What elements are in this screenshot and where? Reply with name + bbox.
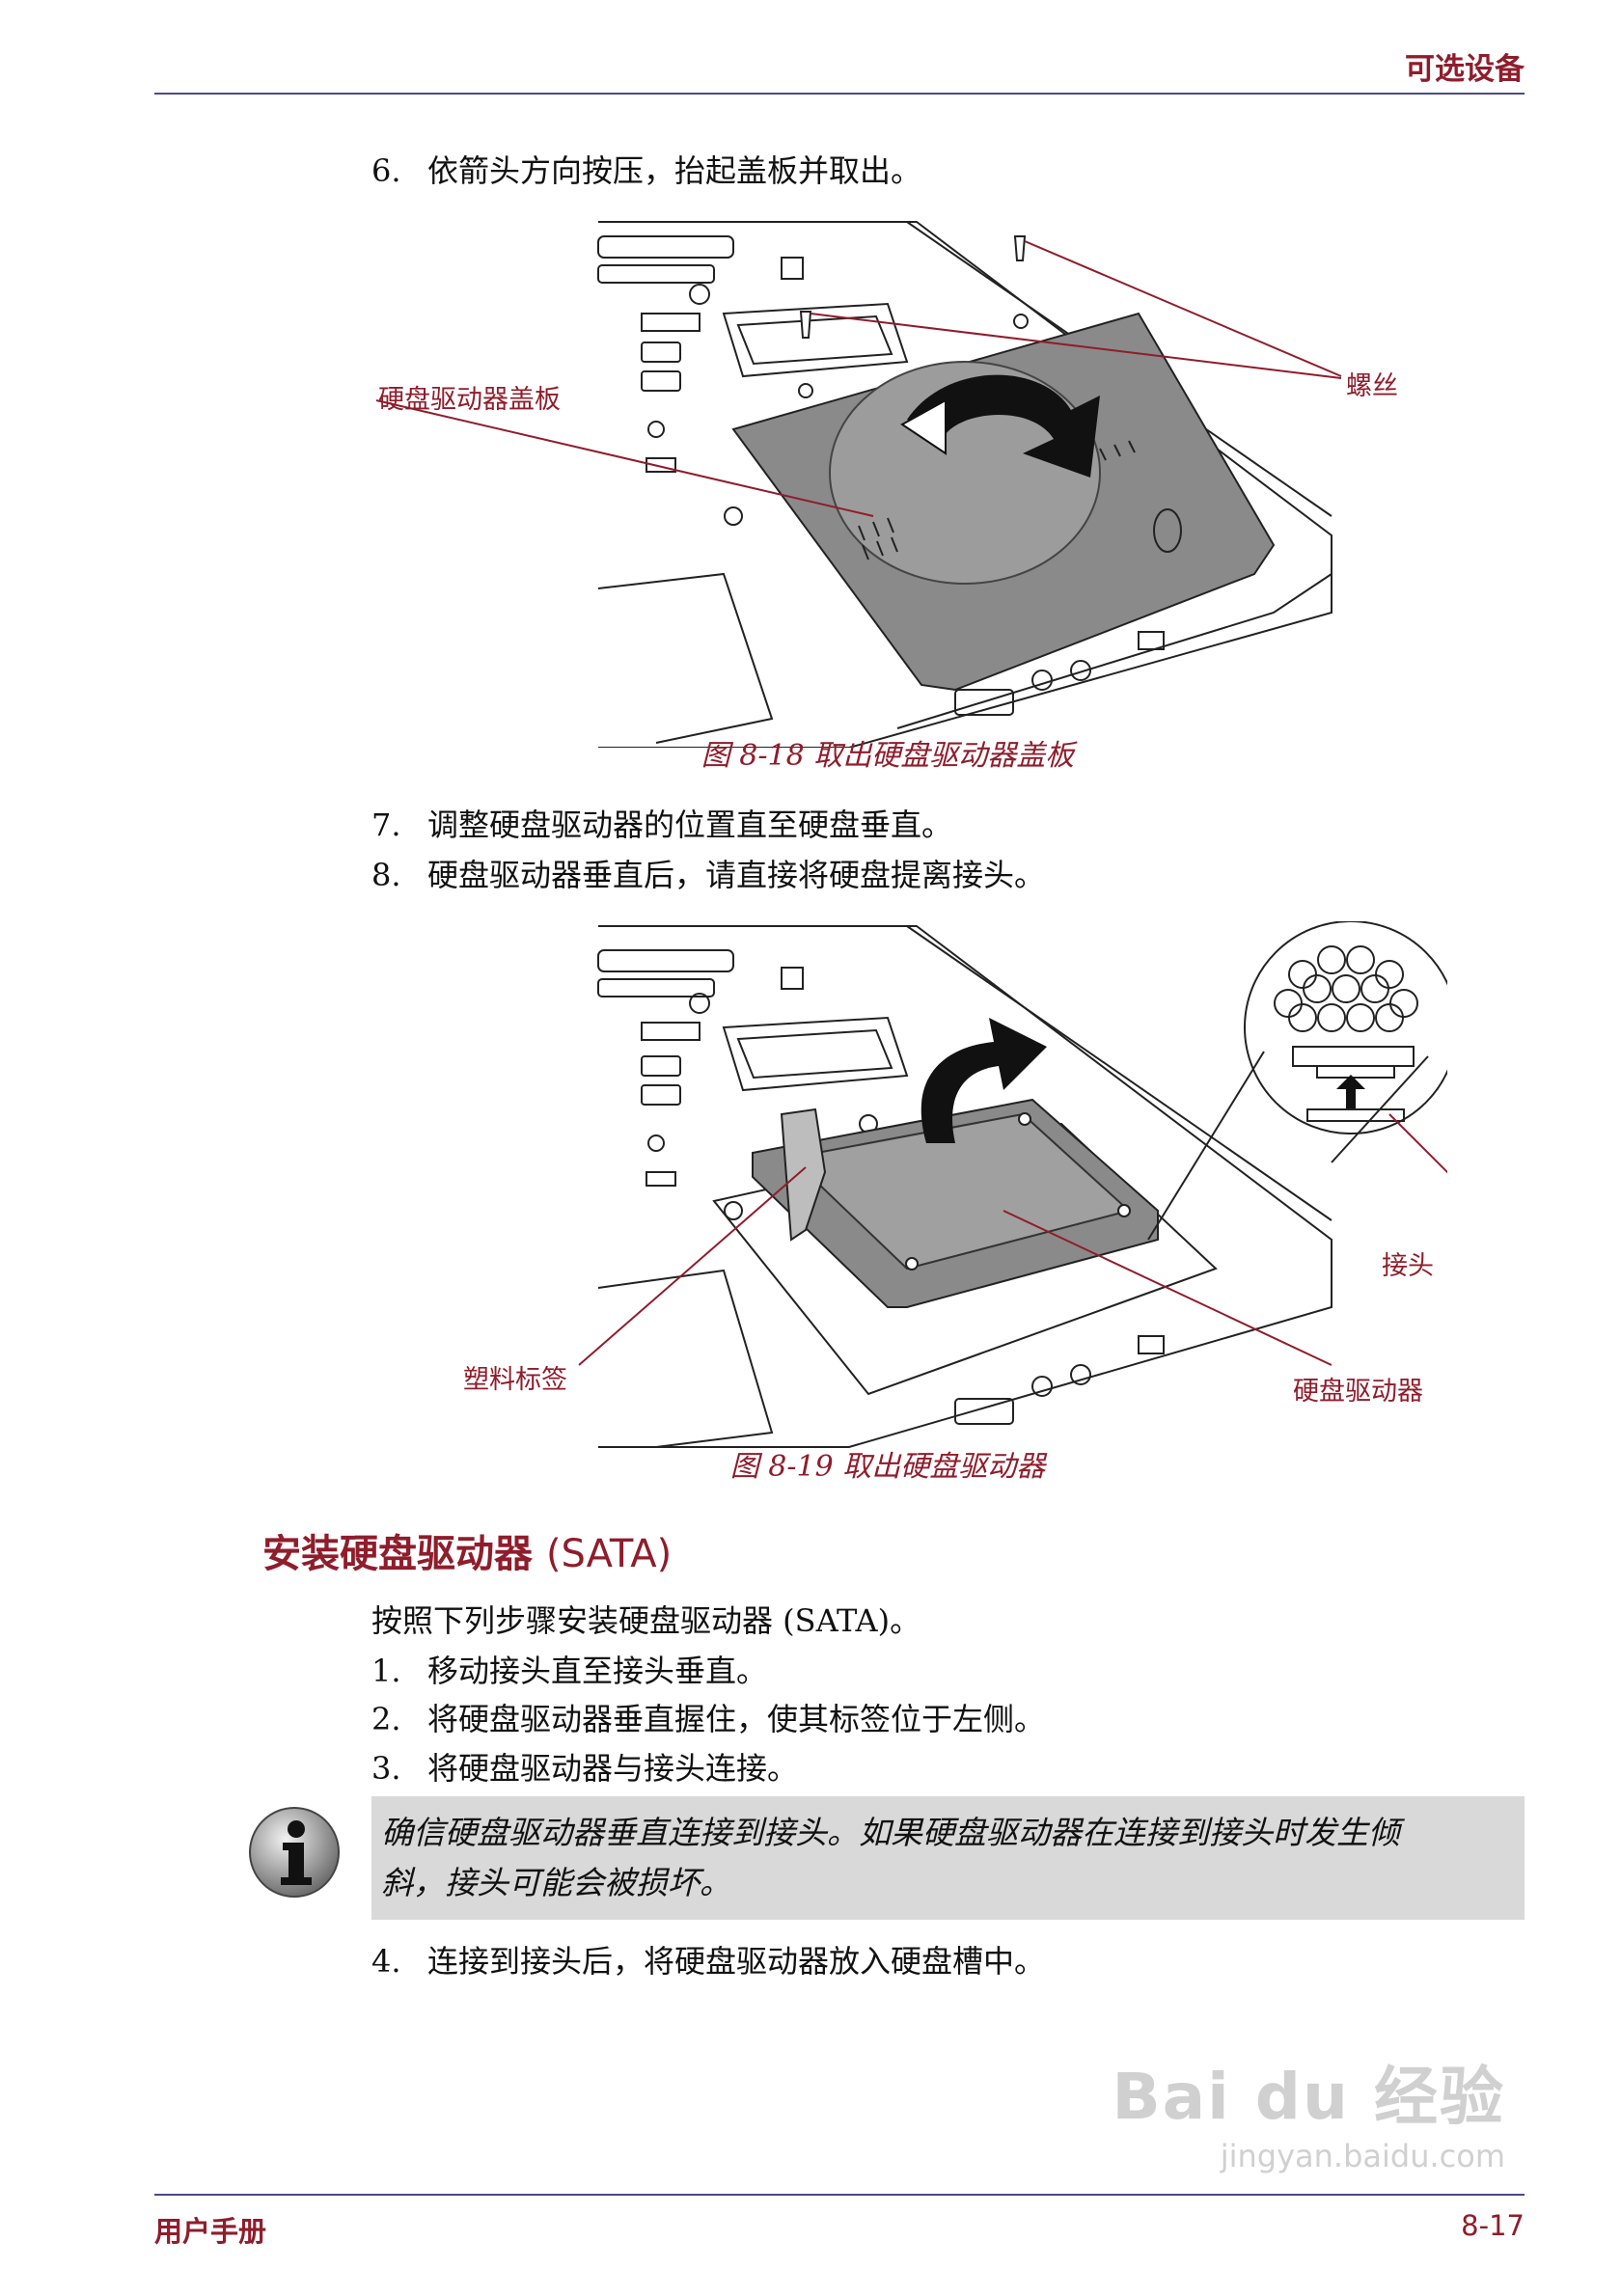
footer-manual-title: 用户手册 — [154, 2215, 267, 2248]
section-title-en: (SATA) — [545, 1532, 673, 1576]
note-box — [371, 1796, 1525, 1920]
figure-caption-8-18: 图 8-18 取出硬盘驱动器盖板 — [701, 739, 1075, 773]
step-text: 将硬盘驱动器垂直握住，使其标签位于左侧。 — [427, 1701, 1046, 1737]
step-number: 6. — [371, 152, 401, 189]
watermark-brand: Bai du 经验 — [1112, 2060, 1505, 2134]
figure-hdd-removal-illustration — [578, 921, 1447, 1448]
watermark-url: jingyan.baidu.com — [1220, 2138, 1505, 2174]
note-line-1: 确信硬盘驱动器垂直连接到接头。如果硬盘驱动器在连接到接头时发生倾 — [381, 1814, 1400, 1851]
section-title-cn: 安装硬盘驱动器 — [262, 1532, 533, 1576]
callout-hard-drive: 硬盘驱动器 — [1293, 1377, 1423, 1407]
step-number: 8. — [371, 857, 401, 893]
section-intro: 按照下列步骤安装硬盘驱动器 (SATA)。 — [371, 1602, 921, 1639]
figure-caption-8-19: 图 8-19 取出硬盘驱动器 — [729, 1450, 1046, 1484]
step-number: 7. — [371, 806, 401, 843]
callout-connector: 接头 — [1382, 1251, 1434, 1281]
footer-rule — [154, 2194, 1525, 2196]
step-2: 2. 将硬盘驱动器垂直握住，使其标签位于左侧。 — [371, 1695, 1045, 1739]
step-text: 连接到接头后，将硬盘驱动器放入硬盘槽中。 — [427, 1943, 1046, 1980]
header-section-title: 可选设备 — [1405, 52, 1525, 87]
step-6: 6. 依箭头方向按压，抬起盖板并取出。 — [371, 147, 921, 191]
baidu-watermark: Bai du 经验 jingyan.baidu.com — [1112, 2045, 1505, 2174]
step-3: 3. 将硬盘驱动器与接头连接。 — [371, 1744, 798, 1789]
step-text: 调整硬盘驱动器的位置直至硬盘垂直。 — [427, 806, 953, 843]
step-1: 1. 移动接头直至接头垂直。 — [371, 1647, 767, 1691]
step-text: 硬盘驱动器垂直后，请直接将硬盘提离接头。 — [427, 857, 1046, 893]
note-text: 确信硬盘驱动器垂直连接到接头。如果硬盘驱动器在连接到接头时发生倾 斜，接头可能会… — [381, 1808, 1500, 1908]
callout-screws: 螺丝 — [1346, 371, 1398, 401]
footer-page-number: 8-17 — [1461, 2209, 1525, 2242]
section-title: 安装硬盘驱动器 (SATA) — [262, 1522, 672, 1578]
figure-hdd-cover-illustration — [375, 221, 1342, 748]
note-line-2: 斜，接头可能会被损坏。 — [381, 1864, 731, 1901]
step-number: 1. — [371, 1653, 401, 1689]
step-text: 将硬盘驱动器与接头连接。 — [427, 1750, 799, 1787]
step-number: 2. — [371, 1701, 401, 1737]
callout-plastic-tab: 塑料标签 — [463, 1365, 567, 1395]
header-rule — [154, 93, 1525, 95]
step-text: 依箭头方向按压，抬起盖板并取出。 — [427, 152, 922, 189]
callout-hdd-cover: 硬盘驱动器盖板 — [378, 385, 561, 415]
step-number: 4. — [371, 1943, 401, 1980]
step-text: 移动接头直至接头垂直。 — [427, 1653, 768, 1689]
step-7: 7. 调整硬盘驱动器的位置直至硬盘垂直。 — [371, 801, 952, 845]
info-icon — [249, 1807, 340, 1898]
step-number: 3. — [371, 1750, 401, 1787]
step-4: 4. 连接到接头后，将硬盘驱动器放入硬盘槽中。 — [371, 1937, 1045, 1982]
step-8: 8. 硬盘驱动器垂直后，请直接将硬盘提离接头。 — [371, 851, 1045, 895]
